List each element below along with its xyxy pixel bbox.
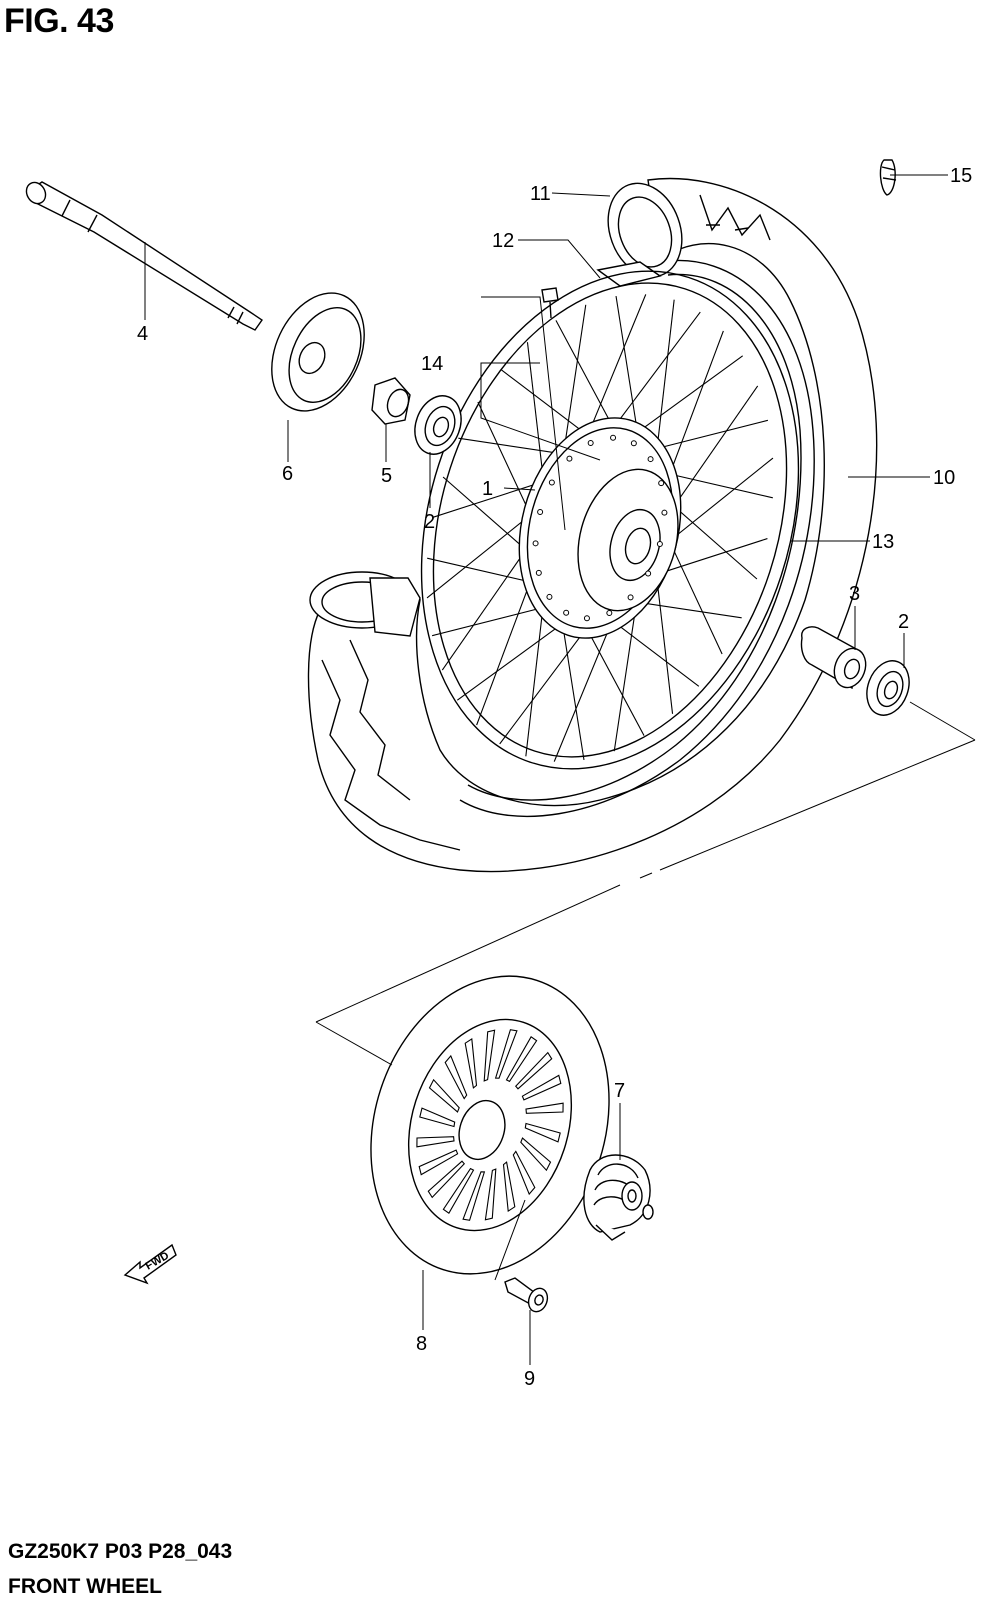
hub-spoke-hole <box>661 509 668 516</box>
callout-11: 11 <box>530 183 551 205</box>
callout-2-lower: 2 <box>898 611 909 633</box>
hub-spoke-hole <box>587 440 594 447</box>
hub-spoke-hole <box>606 609 613 616</box>
hub-spoke-hole <box>566 455 573 462</box>
hub-spoke-hole <box>645 570 652 577</box>
disc-cutout <box>464 1037 478 1089</box>
spacer-part-6 <box>271 292 365 412</box>
callout-7: 7 <box>614 1080 625 1102</box>
callout-1: 1 <box>482 478 493 500</box>
disc-cutout <box>520 1137 552 1172</box>
spacer-part-5 <box>371 377 411 425</box>
disc-cutout <box>505 1036 538 1083</box>
disc-cutout <box>525 1102 564 1114</box>
disc-cutout <box>442 1167 475 1214</box>
fwd-arrow-icon: FWD <box>123 1243 177 1285</box>
hub-spoke-hole <box>610 434 617 441</box>
callout-9: 9 <box>524 1368 535 1390</box>
hub-spoke-hole <box>548 479 555 486</box>
rim-band-part-12 <box>596 261 662 287</box>
bolt-part-9 <box>504 1277 549 1313</box>
hub-spoke-hole <box>656 541 663 548</box>
hub-spoke-hole <box>546 593 553 600</box>
disc-cutout <box>419 1107 456 1128</box>
disc-cutout <box>514 1051 553 1090</box>
leader-lines <box>144 174 948 1365</box>
callout-12: 12 <box>492 230 514 252</box>
disc-cutout <box>502 1161 516 1213</box>
disc-cutout <box>524 1122 561 1143</box>
callout-5: 5 <box>381 465 392 487</box>
callout-14: 14 <box>421 353 443 375</box>
disc-cutout <box>462 1171 486 1221</box>
callout-10: 10 <box>933 467 955 489</box>
callout-8: 8 <box>416 1333 427 1355</box>
hub-part-1 <box>518 417 682 639</box>
spacer-part-3 <box>800 626 867 690</box>
figure-title: FIG. 43 <box>4 2 114 40</box>
disc-cutout <box>483 1029 496 1082</box>
disc-cutout <box>484 1168 497 1221</box>
disc-cutout <box>418 1149 459 1176</box>
callout-labels: 4 6 5 2 1 14 11 12 10 13 3 2 15 7 8 9 <box>137 165 972 1390</box>
disc-cutout <box>512 1150 536 1196</box>
tube-part-11 <box>607 182 683 278</box>
hub-spoke-hole <box>630 440 637 447</box>
model-code: GZ250K7 P03 P28_043 <box>8 1540 233 1563</box>
callout-13: 13 <box>872 531 894 553</box>
bearing-part-2-lower <box>866 660 910 716</box>
hub-spoke-hole <box>563 609 570 616</box>
hub-spoke-hole <box>583 615 590 622</box>
disc-cutout <box>428 1078 460 1113</box>
assembly-centerline <box>315 701 976 1066</box>
section-name: FRONT WHEEL <box>8 1575 162 1598</box>
callout-6: 6 <box>282 463 293 485</box>
callout-15: 15 <box>950 165 972 187</box>
hub-spoke-hole <box>627 594 634 601</box>
disc-cutout <box>444 1054 468 1100</box>
disc-cutout <box>416 1136 455 1148</box>
rim-part-13 <box>420 270 800 770</box>
hub-spoke-hole <box>532 540 539 547</box>
disc-cutout <box>494 1029 518 1079</box>
axle-part-4 <box>25 181 263 331</box>
disc-cutout <box>427 1160 466 1199</box>
tire-part-10 <box>307 177 878 873</box>
hub-spoke-hole <box>647 456 654 463</box>
callout-2-upper: 2 <box>424 511 435 533</box>
hub-spoke-hole <box>658 480 665 487</box>
brake-disc-part-8 <box>370 975 610 1275</box>
valve-part-15 <box>879 159 897 196</box>
callout-3: 3 <box>849 583 860 605</box>
spoke-nipple-detail <box>541 287 559 319</box>
hub-spoke-hole <box>537 508 544 515</box>
bearing-part-2-upper <box>414 395 462 455</box>
hub-spoke-hole <box>535 569 542 576</box>
speedometer-gearbox-part-7 <box>583 1154 654 1241</box>
callout-4: 4 <box>137 323 148 345</box>
disc-cutout <box>521 1074 562 1101</box>
